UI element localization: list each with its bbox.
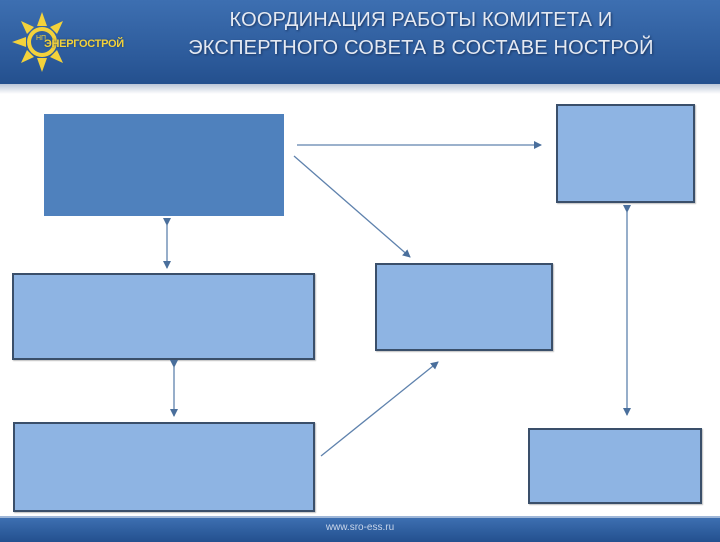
- logo-text: ЭНЕРГОСТРОЙ: [44, 38, 124, 50]
- page-title: КООРДИНАЦИЯ РАБОТЫ КОМИТЕТА И ЭКСПЕРТНОГ…: [130, 6, 712, 62]
- page-title-line-2: ЭКСПЕРТНОГО СОВЕТА В СОСТАВЕ НОСТРОЙ: [188, 37, 654, 59]
- box-bottom-right: [528, 428, 702, 504]
- box-top-right: [556, 104, 695, 203]
- sun-logo-icon: НП: [12, 12, 63, 72]
- header-shadow: [0, 84, 720, 94]
- box-top-left: [44, 114, 284, 216]
- header-bar: [0, 0, 720, 84]
- energostroy-logo: НП ЭНЕРГОСТРОЙ: [8, 4, 124, 80]
- box-middle-left: [12, 273, 315, 360]
- box-bottom-left: [13, 422, 315, 512]
- arrow-top-left-to-middle-center: [293, 155, 411, 258]
- footer-bar: www.sro-ess.ru: [0, 516, 720, 542]
- arrow-bottom-left-to-middle-center: [320, 361, 439, 457]
- box-middle-center: [375, 263, 553, 351]
- page-title-line-1: КООРДИНАЦИЯ РАБОТЫ КОМИТЕТА И: [229, 9, 613, 31]
- logo-small-text: НП: [36, 35, 46, 42]
- footer-url[interactable]: www.sro-ess.ru: [325, 522, 395, 533]
